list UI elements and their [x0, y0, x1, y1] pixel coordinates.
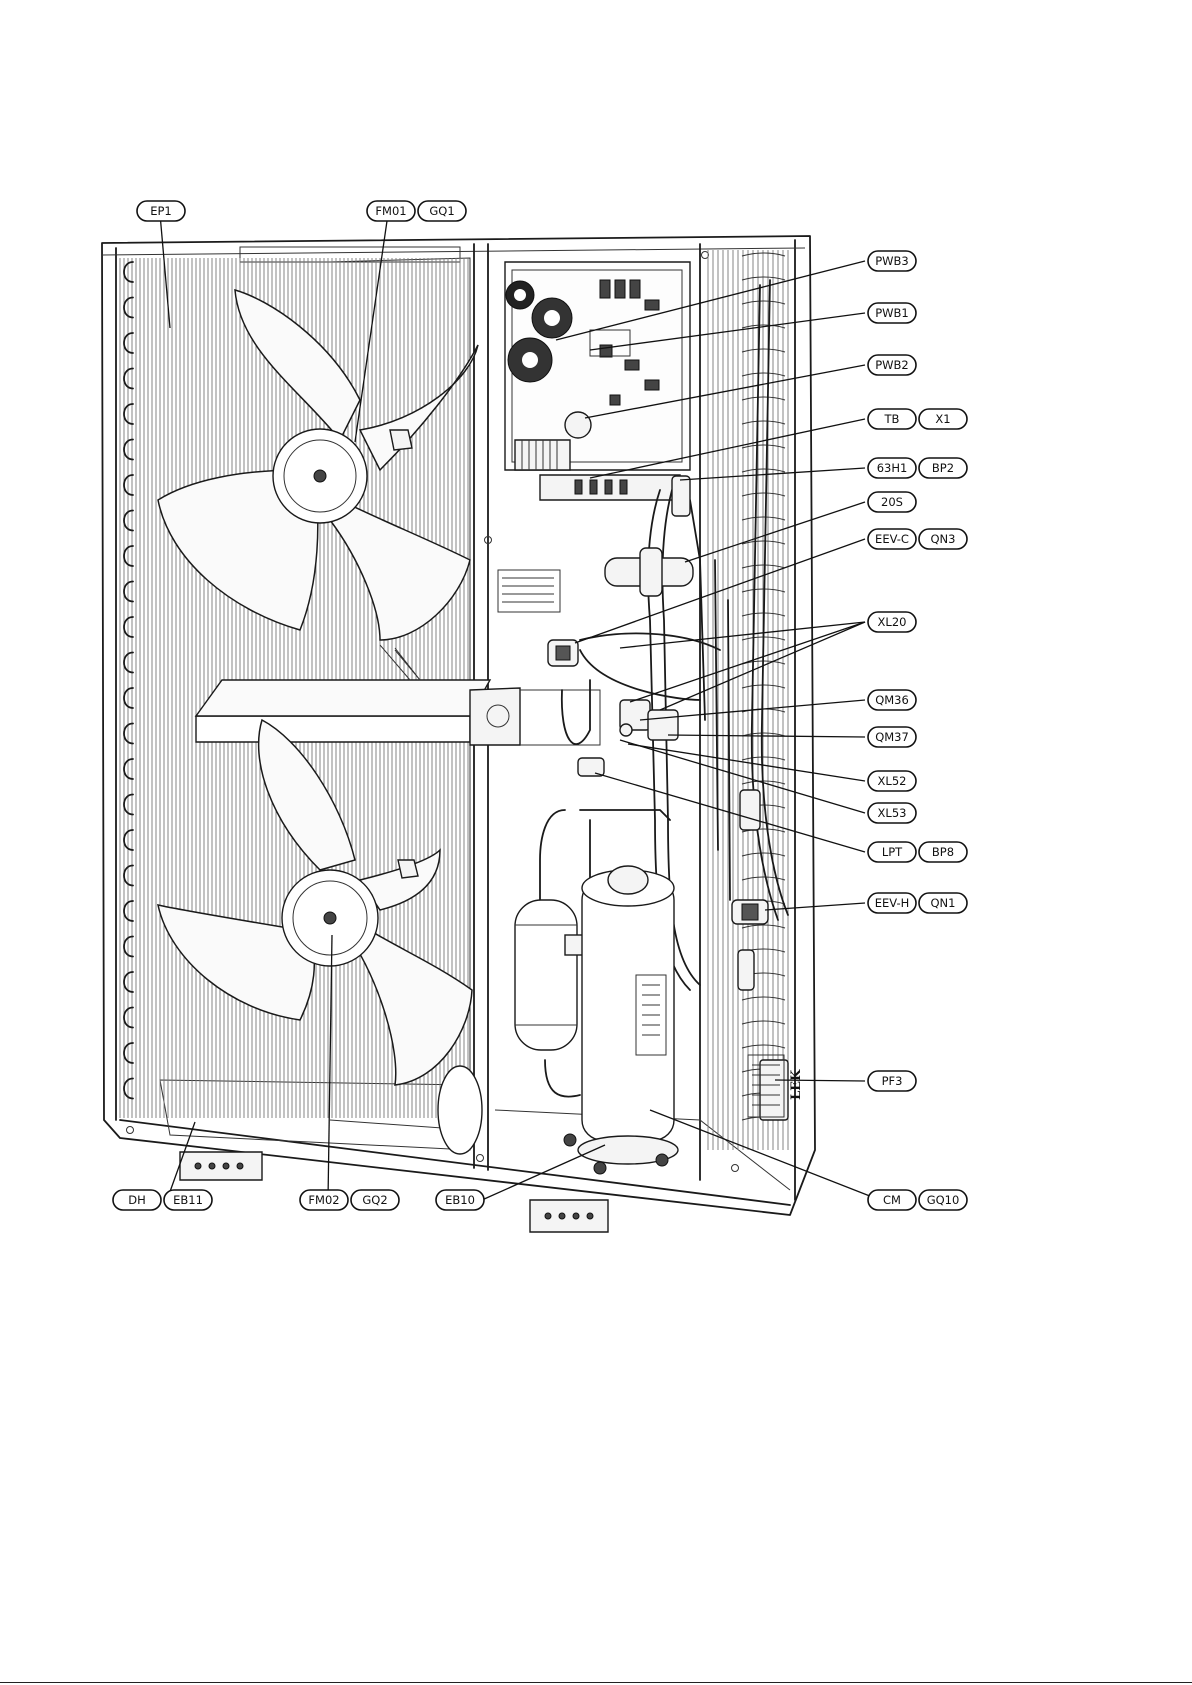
callout-CM-text: CM	[883, 1193, 901, 1207]
callout-EEV-C: EEV-C	[868, 529, 916, 549]
fan-shelf	[196, 645, 600, 745]
callout-GQ10: GQ10	[919, 1190, 967, 1210]
callout-QN3-text: QN3	[931, 532, 956, 546]
callout-LPT-text: LPT	[882, 845, 903, 859]
callout-PF3-text: PF3	[882, 1074, 903, 1088]
callout-PWB2-text: PWB2	[875, 358, 909, 372]
upper-fan	[158, 290, 478, 640]
callout-EB10-text: EB10	[445, 1193, 475, 1207]
callout-CM: CM	[868, 1190, 916, 1210]
callout-PF3: PF3	[868, 1071, 916, 1091]
callout-EEV-H: EEV-H	[868, 893, 916, 913]
callout-XL53-text: XL53	[878, 806, 907, 820]
callout-20S-text: 20S	[881, 495, 903, 509]
callout-XL52-text: XL52	[878, 774, 907, 788]
callout-GQ1-text: GQ1	[429, 204, 454, 218]
callout-QM37-text: QM37	[875, 730, 909, 744]
callout-BP2-text: BP2	[932, 461, 954, 475]
callout-XL20-text: XL20	[878, 615, 907, 629]
callout-QN3: QN3	[919, 529, 967, 549]
callout-BP8: BP8	[919, 842, 967, 862]
callout-20S: 20S	[868, 492, 916, 512]
callout-XL52: XL52	[868, 771, 916, 791]
callout-X1-text: X1	[935, 412, 950, 426]
callout-PWB1: PWB1	[868, 303, 916, 323]
compressor	[564, 866, 678, 1174]
callout-LPT: LPT	[868, 842, 916, 862]
callout-DH: DH	[113, 1190, 161, 1210]
callout-GQ2: GQ2	[351, 1190, 399, 1210]
callout-FM02-text: FM02	[308, 1193, 339, 1207]
callout-63H1-text: 63H1	[877, 461, 908, 475]
callout-GQ1: GQ1	[418, 201, 466, 221]
callout-GQ10-text: GQ10	[927, 1193, 960, 1207]
callout-EEV-C-text: EEV-C	[875, 532, 909, 546]
callout-FM01: FM01	[367, 201, 415, 221]
callout-DH-text: DH	[128, 1193, 146, 1207]
callout-TB-text: TB	[884, 412, 900, 426]
callout-EB11-text: EB11	[173, 1193, 203, 1207]
callout-XL53: XL53	[868, 803, 916, 823]
callout-QN1: QN1	[919, 893, 967, 913]
warning-label	[498, 570, 560, 612]
callout-TB: TB	[868, 409, 916, 429]
callout-FM02: FM02	[300, 1190, 348, 1210]
page-footer-rule	[0, 1682, 1192, 1683]
casing-mark: LEK	[789, 1069, 804, 1100]
callout-GQ2-text: GQ2	[362, 1193, 387, 1207]
control-board-assembly	[505, 262, 690, 500]
callout-PWB1-text: PWB1	[875, 306, 909, 320]
callout-XL20: XL20	[868, 612, 916, 632]
callout-QM36: QM36	[868, 690, 916, 710]
callout-BP8-text: BP8	[932, 845, 954, 859]
callout-QN1-text: QN1	[931, 896, 956, 910]
callout-63H1: 63H1	[868, 458, 916, 478]
callout-EB11: EB11	[164, 1190, 212, 1210]
callout-EP1: EP1	[137, 201, 185, 221]
callout-QM36-text: QM36	[875, 693, 909, 707]
callout-PWB2: PWB2	[868, 355, 916, 375]
callout-FM01-text: FM01	[375, 204, 406, 218]
callout-EEV-H-text: EEV-H	[875, 896, 910, 910]
callout-EP1-text: EP1	[150, 204, 172, 218]
callout-BP2: BP2	[919, 458, 967, 478]
callout-PWB3: PWB3	[868, 251, 916, 271]
callout-X1: X1	[919, 409, 967, 429]
callout-PWB3-text: PWB3	[875, 254, 909, 268]
callout-QM37: QM37	[868, 727, 916, 747]
accumulator	[515, 900, 585, 1050]
callout-EB10: EB10	[436, 1190, 484, 1210]
